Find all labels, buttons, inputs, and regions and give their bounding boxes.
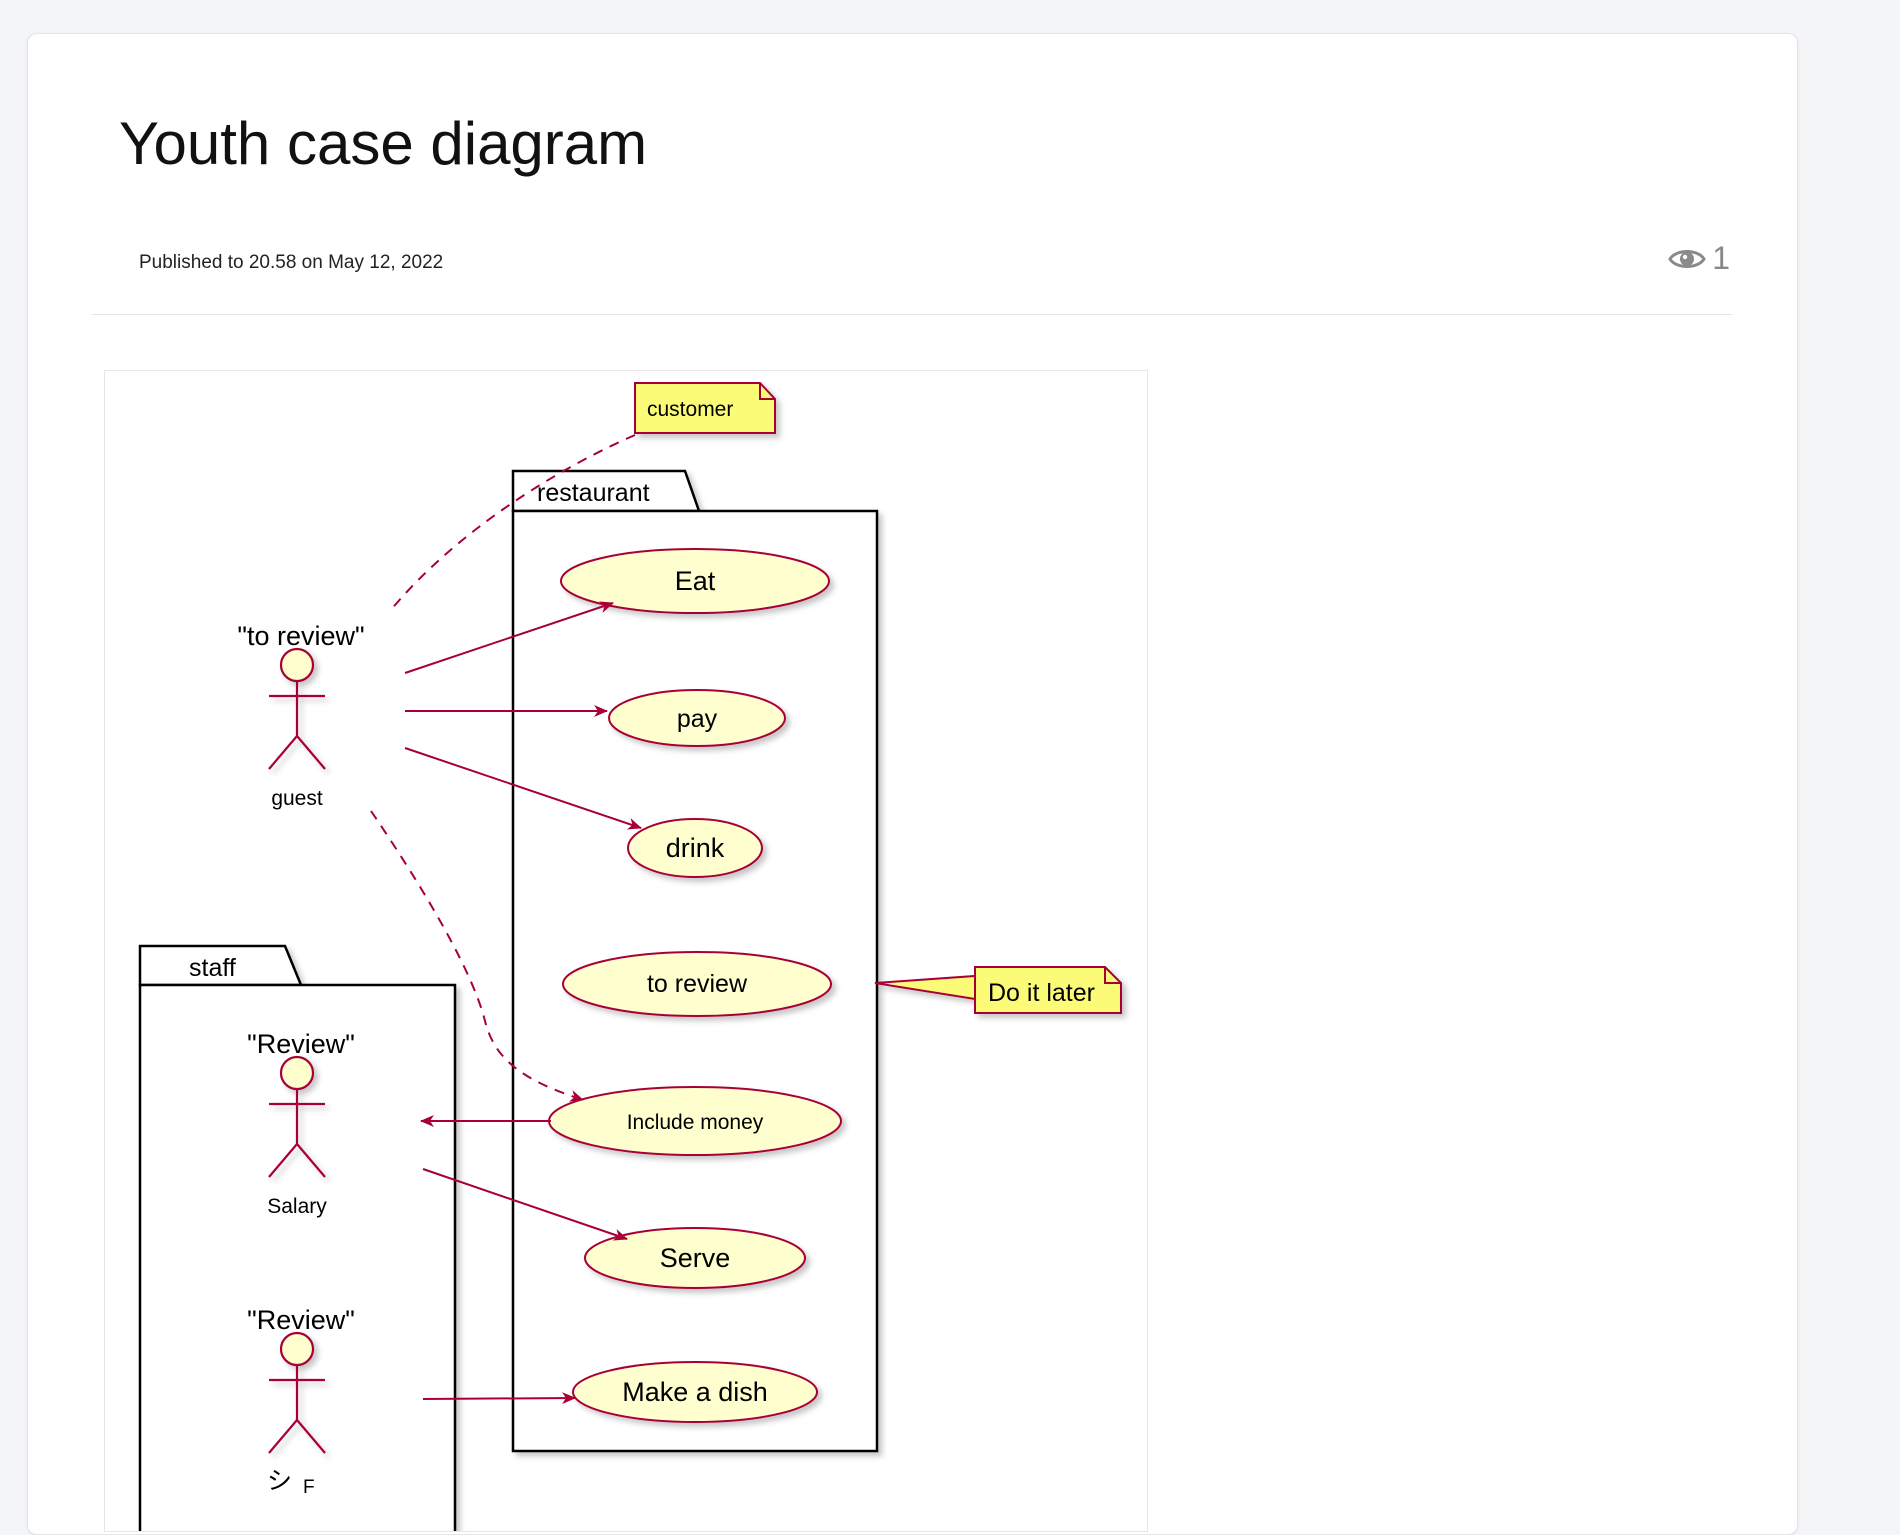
usecase-include-money-label: Include money (627, 1111, 764, 1134)
actor-chef-extra: F (303, 1477, 315, 1498)
actor-guest-name: guest (271, 787, 323, 810)
usecase-drink: drink (627, 818, 763, 878)
usecase-make-dish: Make a dish (572, 1361, 818, 1423)
usecase-make-dish-label: Make a dish (622, 1377, 768, 1407)
note-customer-link (389, 434, 636, 612)
edge-guest-eat (404, 601, 614, 674)
edge-guest-include-money (370, 810, 584, 1102)
usecase-eat-label: Eat (675, 566, 716, 596)
note-customer (634, 382, 776, 434)
package-staff (138, 944, 457, 1531)
view-count-value: 1 (1712, 240, 1730, 276)
usecase-include-money: Include money (548, 1086, 842, 1156)
diagram-canvas: restaurant staff customer Do it later Ea… (104, 370, 1148, 1532)
usecase-drink-label: drink (666, 833, 725, 863)
note-later-text: Do it later (988, 979, 1095, 1007)
usecase-eat: Eat (560, 548, 830, 614)
published-info: Published to 20.58 on May 12, 2022 (139, 252, 444, 273)
view-count: 1 (1668, 240, 1730, 277)
usecase-to-review: to review (562, 951, 832, 1017)
page-title: Youth case diagram (119, 110, 648, 177)
usecase-serve-label: Serve (660, 1243, 731, 1273)
usecase-serve: Serve (584, 1227, 806, 1289)
usecase-pay-label: pay (677, 705, 718, 733)
actor-salary-name: Salary (267, 1195, 327, 1218)
actor-salary-stereotype: "Review" (247, 1029, 355, 1059)
package-restaurant-label: restaurant (537, 479, 650, 507)
edge-guest-drink (404, 747, 642, 830)
header-divider (92, 314, 1732, 315)
package-staff-label: staff (189, 954, 236, 982)
actor-guest-stereotype: "to review" (237, 621, 364, 651)
edge-chef-dish (422, 1392, 576, 1405)
actor-chef-stereotype: "Review" (247, 1305, 355, 1335)
usecase-pay: pay (608, 689, 786, 747)
note-later (874, 966, 1122, 1014)
usecase-to-review-label: to review (647, 970, 748, 998)
actor-chef (268, 1331, 326, 1454)
edge-salary-serve (422, 1168, 628, 1241)
actor-guest (268, 647, 326, 770)
actor-chef-name: シ (267, 1467, 292, 1495)
eye-icon (1668, 247, 1706, 271)
note-customer-text: customer (647, 398, 733, 421)
actor-salary (268, 1055, 326, 1178)
